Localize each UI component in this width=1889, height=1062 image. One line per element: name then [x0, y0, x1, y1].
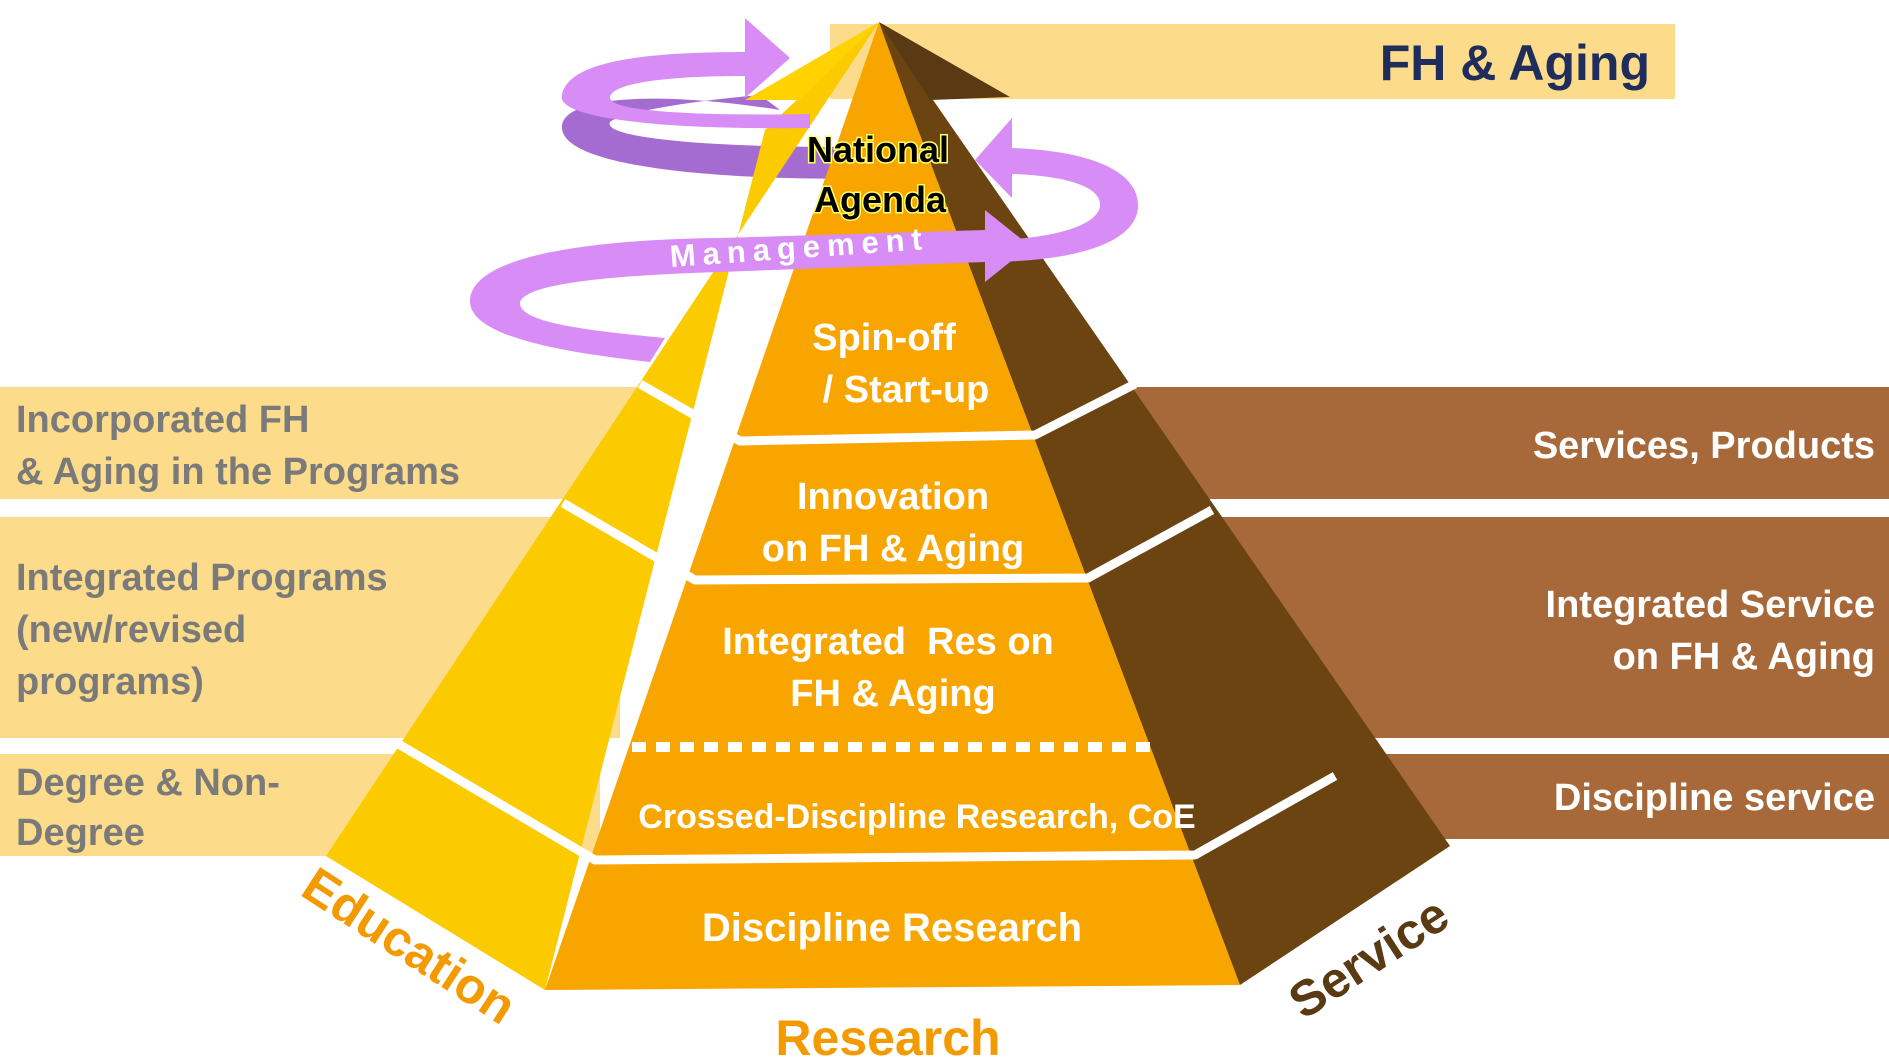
- separator-2: [560, 499, 1215, 585]
- pyramid-apex-shade: [879, 22, 1010, 100]
- integrated-res-line2: FH & Aging: [790, 673, 995, 715]
- pyramid-apex-light: [745, 22, 879, 100]
- spinoff-line1: Spin-off: [812, 317, 956, 359]
- integrated-programs-line1: Integrated Programs: [16, 557, 388, 599]
- innovation-line1: Innovation: [797, 476, 989, 518]
- services-products-label: Services, Products: [1533, 425, 1875, 467]
- top-banner-label: FH & Aging: [1380, 35, 1650, 91]
- discipline-research-label: Discipline Research: [702, 906, 1082, 950]
- tier-separators: [392, 379, 1338, 865]
- spinoff-line2: / Start-up: [823, 369, 990, 411]
- integrated-programs-line3: programs): [16, 661, 204, 703]
- research-label: Research: [775, 1010, 1000, 1062]
- degree-line2: Degree: [16, 812, 145, 854]
- right-band-services-products: [1130, 387, 1889, 499]
- management-arrow-top: [561, 18, 810, 129]
- integrated-programs-line2: (new/revised: [16, 609, 246, 651]
- pyramid-right-face: [879, 22, 1450, 985]
- integrated-service-line1: Integrated Service: [1546, 584, 1875, 626]
- left-band-incorporated: [0, 387, 650, 499]
- apex-label-line1: National: [807, 129, 949, 170]
- pyramid-left-face: [326, 22, 879, 990]
- integrated-service-line2: on FH & Aging: [1613, 636, 1875, 678]
- integrated-res-line1: Integrated Res on: [722, 621, 1054, 663]
- separator-3: [392, 738, 1338, 865]
- apex-label-line2: Agenda: [814, 179, 947, 220]
- innovation-line2: on FH & Aging: [762, 528, 1024, 570]
- incorporated-line1: Incorporated FH: [16, 399, 309, 441]
- incorporated-line2: & Aging in the Programs: [16, 451, 460, 493]
- management-arrow-back: [561, 95, 900, 179]
- discipline-service-label: Discipline service: [1554, 777, 1875, 819]
- separator-1: [637, 379, 1138, 446]
- crossed-discipline-label: Crossed-Discipline Research, CoE: [638, 798, 1195, 836]
- management-arrow-bottom: [469, 210, 1030, 362]
- management-arrow-right: [975, 118, 1139, 262]
- degree-line1: Degree & Non-: [16, 762, 280, 804]
